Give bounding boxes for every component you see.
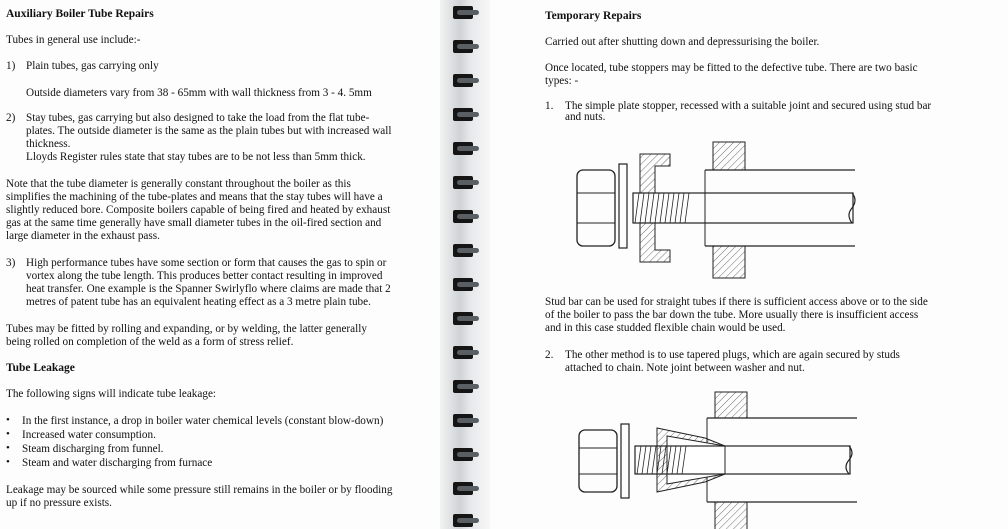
binding-ring xyxy=(453,482,479,495)
binding-ring xyxy=(453,380,479,393)
item3-line: vortex along the tube length. This produ… xyxy=(26,270,383,282)
stopper-line: types: - xyxy=(545,75,579,87)
binding-ring xyxy=(453,142,479,155)
binding-ring xyxy=(453,176,479,189)
binding-ring xyxy=(453,414,479,427)
note-line: simplifies the machining of the tube-pla… xyxy=(6,191,383,203)
r-item1-line: and nuts. xyxy=(565,111,606,123)
r-item2-line: attached to chain. Note joint between wa… xyxy=(565,362,805,374)
plate-stopper-figure xyxy=(576,141,856,279)
binding-ring xyxy=(453,312,479,325)
sourcing-line: up if no pressure exists. xyxy=(6,497,112,509)
fitting-line: Tubes may be fitted by rolling and expan… xyxy=(6,323,367,335)
item3-number: 3) xyxy=(6,257,16,269)
item1-subtext: Outside diameters vary from 38 - 65mm wi… xyxy=(26,87,372,99)
r-item2-number: 2. xyxy=(545,349,554,361)
item2-line: Lloyds Register rules state that stay tu… xyxy=(26,151,366,163)
item2-line: thickness. xyxy=(26,138,71,150)
stud-bar-line: and in this case studded flexible chain … xyxy=(545,322,786,334)
sourcing-line: Leakage may be sourced while some pressu… xyxy=(6,484,393,496)
bullet-icon: • xyxy=(6,414,10,426)
bleed-through-text xyxy=(330,10,332,20)
note-line: Note that the tube diameter is generally… xyxy=(6,178,351,190)
binding-ring xyxy=(453,74,479,87)
item3-line: heat transfer. One example is the Spanne… xyxy=(26,283,391,295)
stud-bar-line: Stud bar can be used for straight tubes … xyxy=(545,296,928,308)
binding-ring xyxy=(453,278,479,291)
binding-gutter xyxy=(440,0,490,529)
bullet-icon: • xyxy=(6,442,10,454)
item2-line: plates. The outside diameter is the same… xyxy=(26,125,392,137)
bullet-item: Increased water consumption. xyxy=(22,429,156,441)
bullet-icon: • xyxy=(6,428,10,440)
item2-line: Stay tubes, gas carrying but also design… xyxy=(26,112,370,124)
right-page: Temporary Repairs Carried out after shut… xyxy=(490,0,1008,529)
note-line: large diameter in the exhaust pass. xyxy=(6,230,160,242)
item1-text: Plain tubes, gas carrying only xyxy=(26,60,159,72)
r-item1-line: The simple plate stopper, recessed with … xyxy=(565,100,932,112)
binding-ring xyxy=(453,40,479,53)
item3-line: High performance tubes have some section… xyxy=(26,257,387,269)
item3-line: metres of patent tube has an equivalent … xyxy=(26,296,371,308)
r-item1-number: 1. xyxy=(545,100,554,112)
stopper-line: Once located, tube stoppers may be fitte… xyxy=(545,62,918,74)
left-page: Auxiliary Boiler Tube Repairs Tubes in g… xyxy=(0,0,440,529)
binding-ring xyxy=(453,6,479,19)
bullet-item: Steam discharging from funnel. xyxy=(22,443,164,455)
bullet-icon: • xyxy=(6,456,10,468)
note-line: slightly reduced bore. Composite boilers… xyxy=(6,204,391,216)
stud-bar-line: of the boiler to pass the bar down the t… xyxy=(545,309,919,321)
tapered-plug-figure xyxy=(578,391,857,529)
fitting-line: being rolled on completion of the weld a… xyxy=(6,336,294,348)
intro-text: Tubes in general use include:- xyxy=(6,34,141,46)
binding-ring xyxy=(453,346,479,359)
binding-ring xyxy=(453,244,479,257)
binding-ring xyxy=(453,210,479,223)
item1-number: 1) xyxy=(6,60,16,72)
bullet-item: In the first instance, a drop in boiler … xyxy=(22,415,384,427)
item2-number: 2) xyxy=(6,112,16,124)
leakage-heading: Tube Leakage xyxy=(6,362,75,374)
binding-ring xyxy=(453,448,479,461)
binding-ring xyxy=(453,108,479,121)
r-item2-line: The other method is to use tapered plugs… xyxy=(565,349,900,361)
binding-ring xyxy=(453,514,479,527)
left-title: Auxiliary Boiler Tube Repairs xyxy=(6,8,154,20)
note-line: gas at the same time generally have smal… xyxy=(6,217,382,229)
right-title: Temporary Repairs xyxy=(545,10,642,22)
shutdown-text: Carried out after shutting down and depr… xyxy=(545,36,820,48)
bullet-item: Steam and water discharging from furnace xyxy=(22,457,213,469)
leakage-intro: The following signs will indicate tube l… xyxy=(6,388,217,400)
